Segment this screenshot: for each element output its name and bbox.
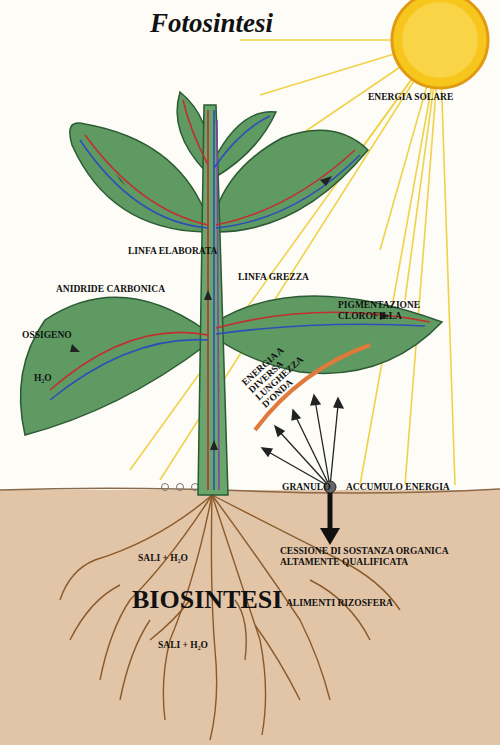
- part-label: OSSIGENO: [22, 330, 92, 341]
- part-label: ACCUMULO ENERGIA: [346, 482, 456, 493]
- soil: [0, 490, 500, 745]
- sun-core: [402, 2, 478, 78]
- leaves: [21, 92, 443, 435]
- part-label: LINFA GREZZA: [238, 272, 328, 283]
- sun-rays: [130, 40, 455, 485]
- energy-arrows: [262, 395, 343, 487]
- sun: [392, 0, 488, 88]
- part-label: ALIMENTI RIZOSFERA: [286, 598, 416, 609]
- part-label: CESSIONE DI SOSTANZA ORGANICA ALTAMENTE …: [280, 546, 465, 568]
- sap-lines: [50, 100, 430, 490]
- part-label: LINFA ELABORATA: [128, 246, 238, 257]
- title: Fotosintesi: [150, 8, 273, 39]
- part-label: ENERGIA SOLARE: [368, 92, 478, 103]
- part-label: SALI + H₂O: [158, 640, 238, 651]
- section-heading: BIOSINTESI: [132, 585, 302, 615]
- down-arrowhead: [320, 528, 340, 545]
- part-label: PIGMENTAZIONE CLOROFILLA: [338, 300, 433, 322]
- stem: [198, 105, 228, 495]
- roots: [60, 495, 400, 740]
- part-label: H₂O: [34, 373, 74, 384]
- part-label: ANIDRIDE CARBONICA: [56, 284, 186, 295]
- down-arrow: [328, 490, 333, 530]
- part-label: GRANULO: [282, 482, 332, 493]
- part-label: SALI + H₂O: [138, 553, 218, 564]
